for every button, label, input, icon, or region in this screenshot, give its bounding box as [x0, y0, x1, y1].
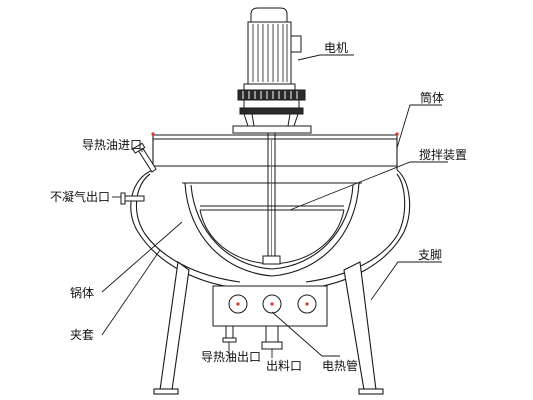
label-jacket: 夹套	[70, 328, 94, 342]
label-pot-body: 锅体	[70, 285, 94, 300]
label-motor: 电机	[324, 41, 348, 55]
oil-inlet-pipe	[131, 142, 157, 173]
heating-box	[212, 285, 328, 327]
leader-lines	[101, 54, 448, 358]
label-heating-tube: 电热管	[322, 358, 358, 373]
vent-pipe	[120, 192, 145, 205]
support-legs	[153, 261, 384, 395]
agitator	[199, 133, 345, 265]
label-discharge-port: 出料口	[266, 359, 302, 373]
motor	[243, 7, 302, 91]
discharge-port	[261, 325, 283, 350]
pot-shell	[130, 134, 411, 290]
label-cylinder: 筒体	[420, 90, 444, 105]
label-support-legs: 支脚	[418, 247, 442, 262]
label-agitator: 搅拌装置	[419, 147, 467, 162]
oil-outlet-pipe	[222, 325, 237, 343]
rim-marks	[151, 132, 399, 136]
label-thermal-oil-outlet: 导热油出口	[201, 350, 261, 364]
reducer	[232, 89, 312, 134]
label-vent: 不凝气出口	[50, 189, 110, 204]
label-thermal-oil-inlet: 导热油进口	[82, 138, 142, 152]
